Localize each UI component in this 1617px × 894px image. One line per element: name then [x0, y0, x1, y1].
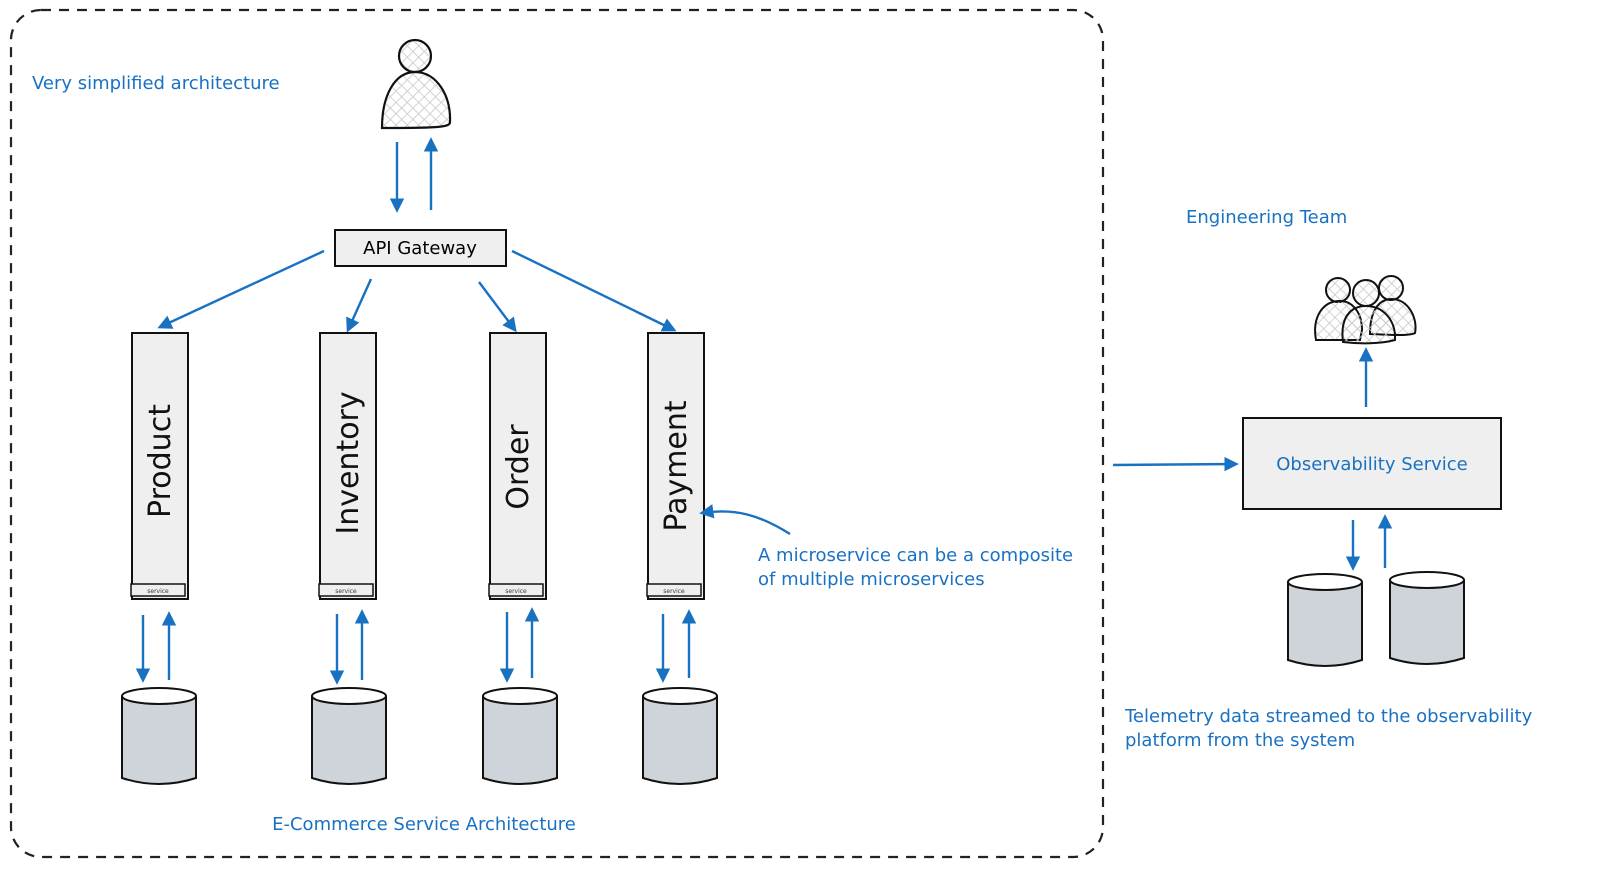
gateway-to-payment-arrow	[511, 249, 677, 332]
service-label: Order	[501, 424, 536, 510]
service-label: Inventory	[331, 391, 366, 534]
gateway-to-product-arrow	[157, 249, 325, 329]
database-icon-product	[121, 687, 197, 785]
telemetry-note-line-2: platform from the system	[1125, 730, 1355, 751]
service-inventory[interactable]: service Inventory	[318, 332, 377, 600]
service-order[interactable]: service Order	[488, 332, 547, 600]
service-tab	[488, 583, 544, 597]
top-note: Very simplified architecture	[32, 73, 280, 94]
service-tab	[646, 583, 702, 597]
api-gateway-label: API Gateway	[363, 238, 477, 259]
service-label: Product	[143, 404, 178, 518]
service-label: Payment	[659, 400, 694, 532]
service-payment[interactable]: service Payment	[646, 332, 705, 600]
telemetry-note-line-1: Telemetry data streamed to the observabi…	[1124, 706, 1533, 727]
service-tab-label: service	[505, 588, 527, 595]
composite-note-arrow	[699, 504, 791, 536]
database-icon-telemetry-1	[1287, 573, 1363, 667]
api-gateway[interactable]: API Gateway	[334, 229, 507, 267]
database-icon-payment	[642, 687, 718, 785]
engineering-team-label: Engineering Team	[1186, 207, 1347, 228]
service-db-arrows	[135, 607, 697, 685]
container-label: E-Commerce Service Architecture	[272, 814, 576, 835]
database-icon-order	[482, 687, 558, 785]
person-icon	[380, 38, 452, 130]
telemetry-stream-arrow	[1112, 456, 1239, 472]
service-tab	[318, 583, 374, 597]
service-product[interactable]: service Product	[130, 332, 189, 600]
service-tab-label: service	[147, 588, 169, 595]
database-icon-inventory	[311, 687, 387, 785]
composite-note-line-2: of multiple microservices	[758, 569, 985, 590]
database-icon-telemetry-2	[1389, 571, 1465, 665]
group-icon	[1314, 275, 1417, 345]
ecommerce-boundary	[9, 8, 1105, 859]
service-tab-label: service	[663, 588, 685, 595]
service-tab	[130, 583, 186, 597]
gateway-to-order-arrow	[478, 281, 517, 333]
composite-note-line-1: A microservice can be a composite	[758, 545, 1073, 566]
observability-service-label: Observability Service	[1276, 454, 1468, 475]
service-tab-label: service	[335, 588, 357, 595]
gateway-to-inventory-arrow	[346, 278, 373, 333]
observability-service[interactable]: Observability Service	[1242, 417, 1502, 510]
